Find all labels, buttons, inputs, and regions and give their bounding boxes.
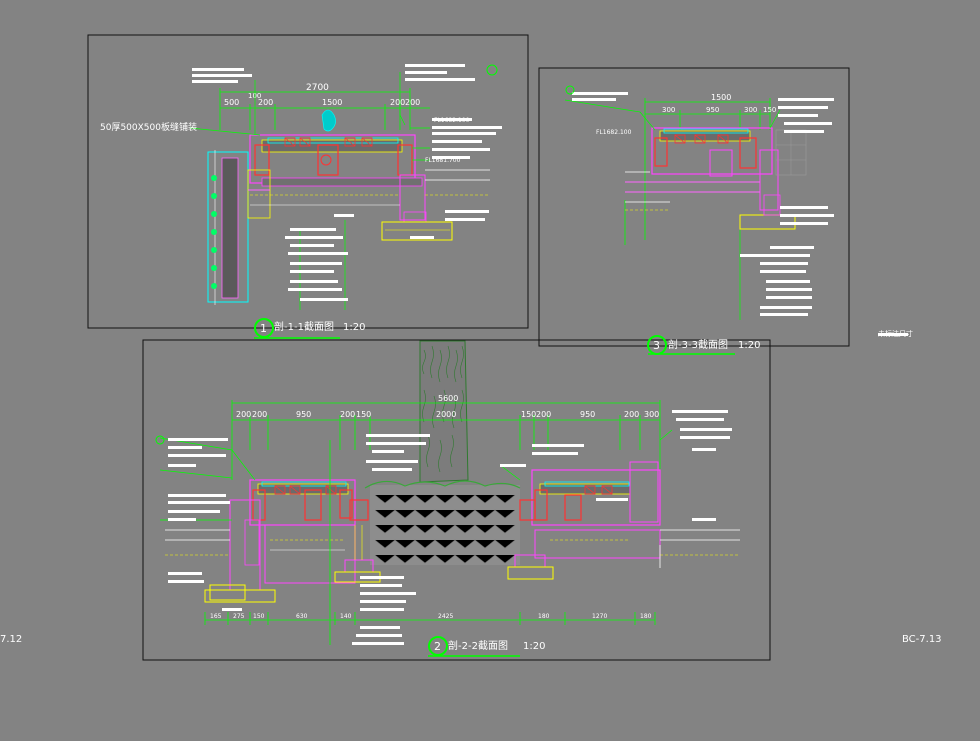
s2-bdim-h: 1270 — [592, 613, 607, 620]
dim-200c: 200 — [405, 98, 420, 107]
section-1-marker: 1 — [260, 322, 267, 335]
dim-2700: 2700 — [306, 83, 329, 93]
s2-dim-c: 950 — [296, 410, 311, 419]
s2-dim-e: 150 — [356, 410, 371, 419]
s2-dim-i: 950 — [580, 410, 595, 419]
section-2-drawing: 5600 200 200 950 200 150 2000 150 200 95… — [155, 340, 740, 645]
s2-dim-f: 2000 — [436, 410, 456, 419]
section-1-scale: 1:20 — [343, 322, 365, 333]
viewport-frame-2 — [142, 339, 771, 661]
viewport-frame-1 — [87, 34, 529, 329]
s3-dim-950: 950 — [706, 106, 719, 114]
section-2-scale: 1:20 — [523, 641, 545, 652]
s2-dim-h: 200 — [536, 410, 551, 419]
s2-dim-j: 200 — [624, 410, 639, 419]
s2-bdim-c: 150 — [253, 613, 265, 620]
section-1-marker-circle — [254, 318, 274, 338]
section-1-level-b: FL1681.700 — [425, 157, 461, 164]
s2-bdim-a: 165 — [210, 613, 222, 620]
dim-500: 500 — [224, 98, 239, 107]
s2-bdim-i: 180 — [640, 613, 652, 620]
sheet-ref-left: 7.12 — [0, 634, 23, 645]
section-3-marker: 3 — [653, 339, 660, 352]
s3-dim-150: 150 — [763, 106, 776, 114]
s2-bdim-f: 2425 — [438, 613, 453, 620]
section-3-title: 剖-3-3截面图 — [668, 338, 728, 351]
section-1-note: 50厚500X500板缝铺装 — [100, 121, 197, 133]
section-3-level: FL1682.100 — [596, 129, 632, 136]
section-2-marker: 2 — [434, 640, 441, 653]
side-note: 未标注尺寸 — [878, 330, 913, 338]
s2-dim-5600: 5600 — [438, 394, 458, 403]
section-3-drawing: 1500 300 950 300 150 — [564, 85, 908, 336]
dim-200a: 200 — [258, 98, 273, 107]
section-1-title: 剖-1-1截面图 — [274, 320, 334, 333]
s2-dim-d: 200 — [340, 410, 355, 419]
s3-dim-300b: 300 — [744, 106, 757, 114]
section-1-level-a: FL1682.100 — [434, 117, 470, 124]
s2-dim-k: 300 — [644, 410, 659, 419]
dim-200b: 200 — [390, 98, 405, 107]
section-2-marker-circle — [428, 636, 448, 656]
s3-dim-300a: 300 — [662, 106, 675, 114]
section-3-scale: 1:20 — [738, 340, 760, 351]
s2-dim-g: 150 — [521, 410, 536, 419]
s2-bdim-e: 140 — [340, 613, 352, 620]
s2-dim-b: 200 — [252, 410, 267, 419]
s2-bdim-b: 275 — [233, 613, 245, 620]
s2-dim-a: 200 — [236, 410, 251, 419]
section-1-drawing: 2700 500 200 1500 200 200 100 — [189, 64, 502, 310]
dim-1500: 1500 — [322, 98, 342, 107]
viewport-frame-3 — [538, 67, 850, 347]
s3-dim-1500: 1500 — [711, 93, 731, 102]
sheet-ref-right: BC-7.13 — [902, 634, 942, 645]
section-2-title: 剖-2-2截面图 — [448, 639, 508, 652]
s2-bdim-d: 630 — [296, 613, 308, 620]
tree-trunk — [419, 340, 469, 483]
s2-bdim-g: 180 — [538, 613, 550, 620]
